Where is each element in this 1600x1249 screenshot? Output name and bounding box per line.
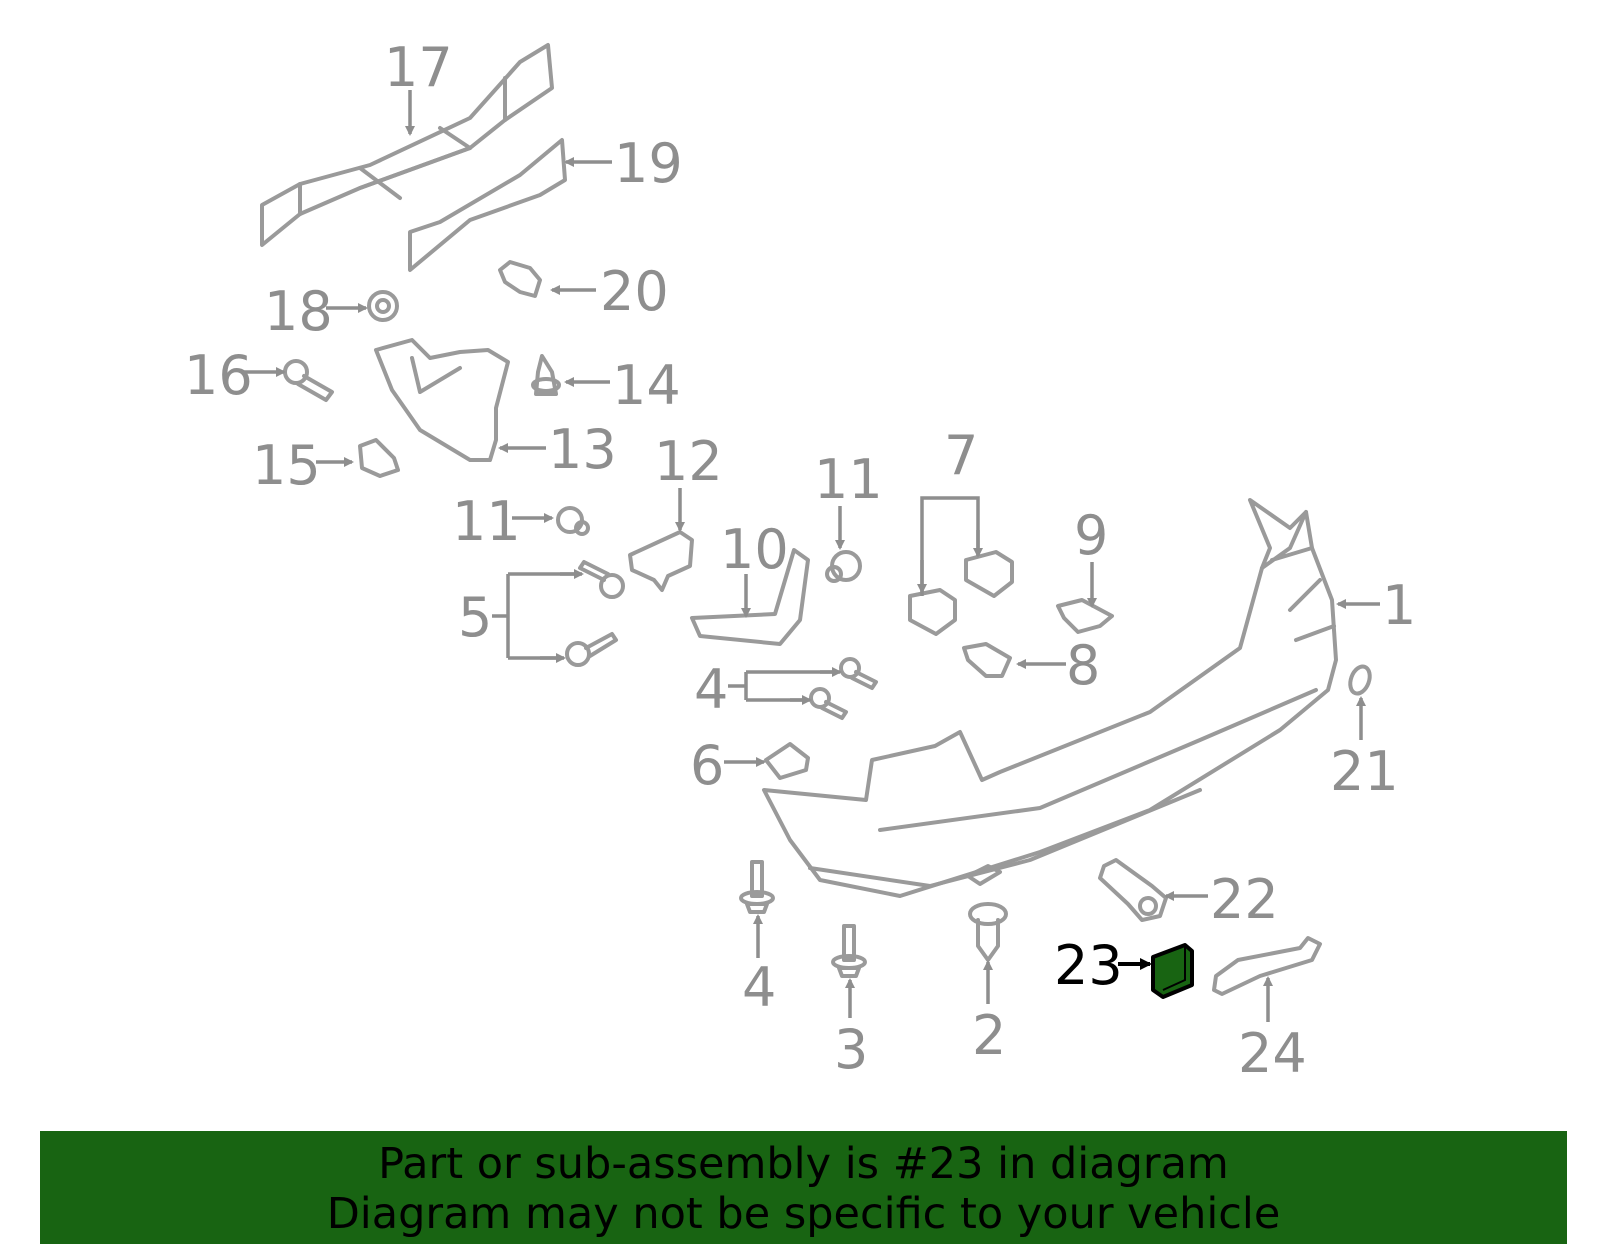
callout-7: 7 xyxy=(944,424,978,487)
callout-10: 10 xyxy=(720,518,789,581)
leader-lines xyxy=(244,90,1380,1022)
part-18-nut xyxy=(367,290,399,322)
callout-9: 9 xyxy=(1074,504,1108,567)
callout-17: 17 xyxy=(384,36,453,99)
callout-4-upper: 4 xyxy=(694,658,728,721)
callout-2: 2 xyxy=(972,1004,1006,1067)
part-3-bolt xyxy=(831,924,867,978)
callout-13: 13 xyxy=(548,418,617,481)
callout-6: 6 xyxy=(690,734,724,797)
callout-14: 14 xyxy=(612,354,681,417)
callout-18: 18 xyxy=(264,280,333,343)
part-20-clip xyxy=(498,260,542,298)
callout-21: 21 xyxy=(1330,740,1399,803)
callout-19: 19 xyxy=(614,132,683,195)
callout-24: 24 xyxy=(1238,1022,1307,1085)
part-24-reflector xyxy=(1212,936,1322,996)
callout-12: 12 xyxy=(654,430,723,493)
part-2-push-clip xyxy=(968,902,1008,962)
callout-11-left: 11 xyxy=(452,490,521,553)
callout-labels: 17 19 20 18 16 14 13 15 12 11 10 11 7 9 … xyxy=(184,36,1416,1085)
part-17-reinforcement-bar xyxy=(260,43,554,247)
callout-1: 1 xyxy=(1382,574,1416,637)
callout-15: 15 xyxy=(252,434,321,497)
callout-3: 3 xyxy=(834,1018,868,1081)
part-10-side-bracket xyxy=(690,548,810,646)
part-15-seal xyxy=(358,438,400,478)
part-13-bracket xyxy=(374,338,510,462)
part-22-sensor xyxy=(1098,858,1168,922)
callout-22: 22 xyxy=(1210,868,1279,931)
part-7-brackets xyxy=(908,550,1014,636)
info-banner: Part or sub-assembly is #23 in diagram D… xyxy=(40,1131,1567,1244)
part-16-bolt xyxy=(283,359,334,402)
part-8-clip xyxy=(962,642,1012,678)
part-12-bracket xyxy=(628,530,694,592)
part-4-bolt-lower xyxy=(739,860,775,914)
part-5-bolts xyxy=(565,560,625,667)
callout-16: 16 xyxy=(184,344,253,407)
part-1-bumper-cover xyxy=(762,498,1338,898)
callout-5: 5 xyxy=(458,586,492,649)
part-11-clip-left xyxy=(556,506,590,536)
part-4-screws-upper xyxy=(809,657,878,720)
part-19-absorber xyxy=(408,138,567,272)
callout-8: 8 xyxy=(1066,634,1100,697)
callout-20: 20 xyxy=(600,260,669,323)
banner-line-part: Part or sub-assembly is #23 in diagram xyxy=(378,1139,1229,1189)
part-11-clip-right xyxy=(825,550,862,583)
banner-line-disclaimer: Diagram may not be specific to your vehi… xyxy=(326,1189,1281,1239)
part-14-push-pin xyxy=(531,354,561,396)
callout-4-lower: 4 xyxy=(742,956,776,1019)
callout-11-right: 11 xyxy=(814,448,883,511)
part-23-highlighted xyxy=(1151,943,1194,999)
callout-23-highlighted: 23 xyxy=(1054,934,1123,997)
part-9-clip xyxy=(1056,598,1114,634)
part-21-grommet xyxy=(1348,664,1372,696)
part-6-retainer xyxy=(764,742,810,780)
